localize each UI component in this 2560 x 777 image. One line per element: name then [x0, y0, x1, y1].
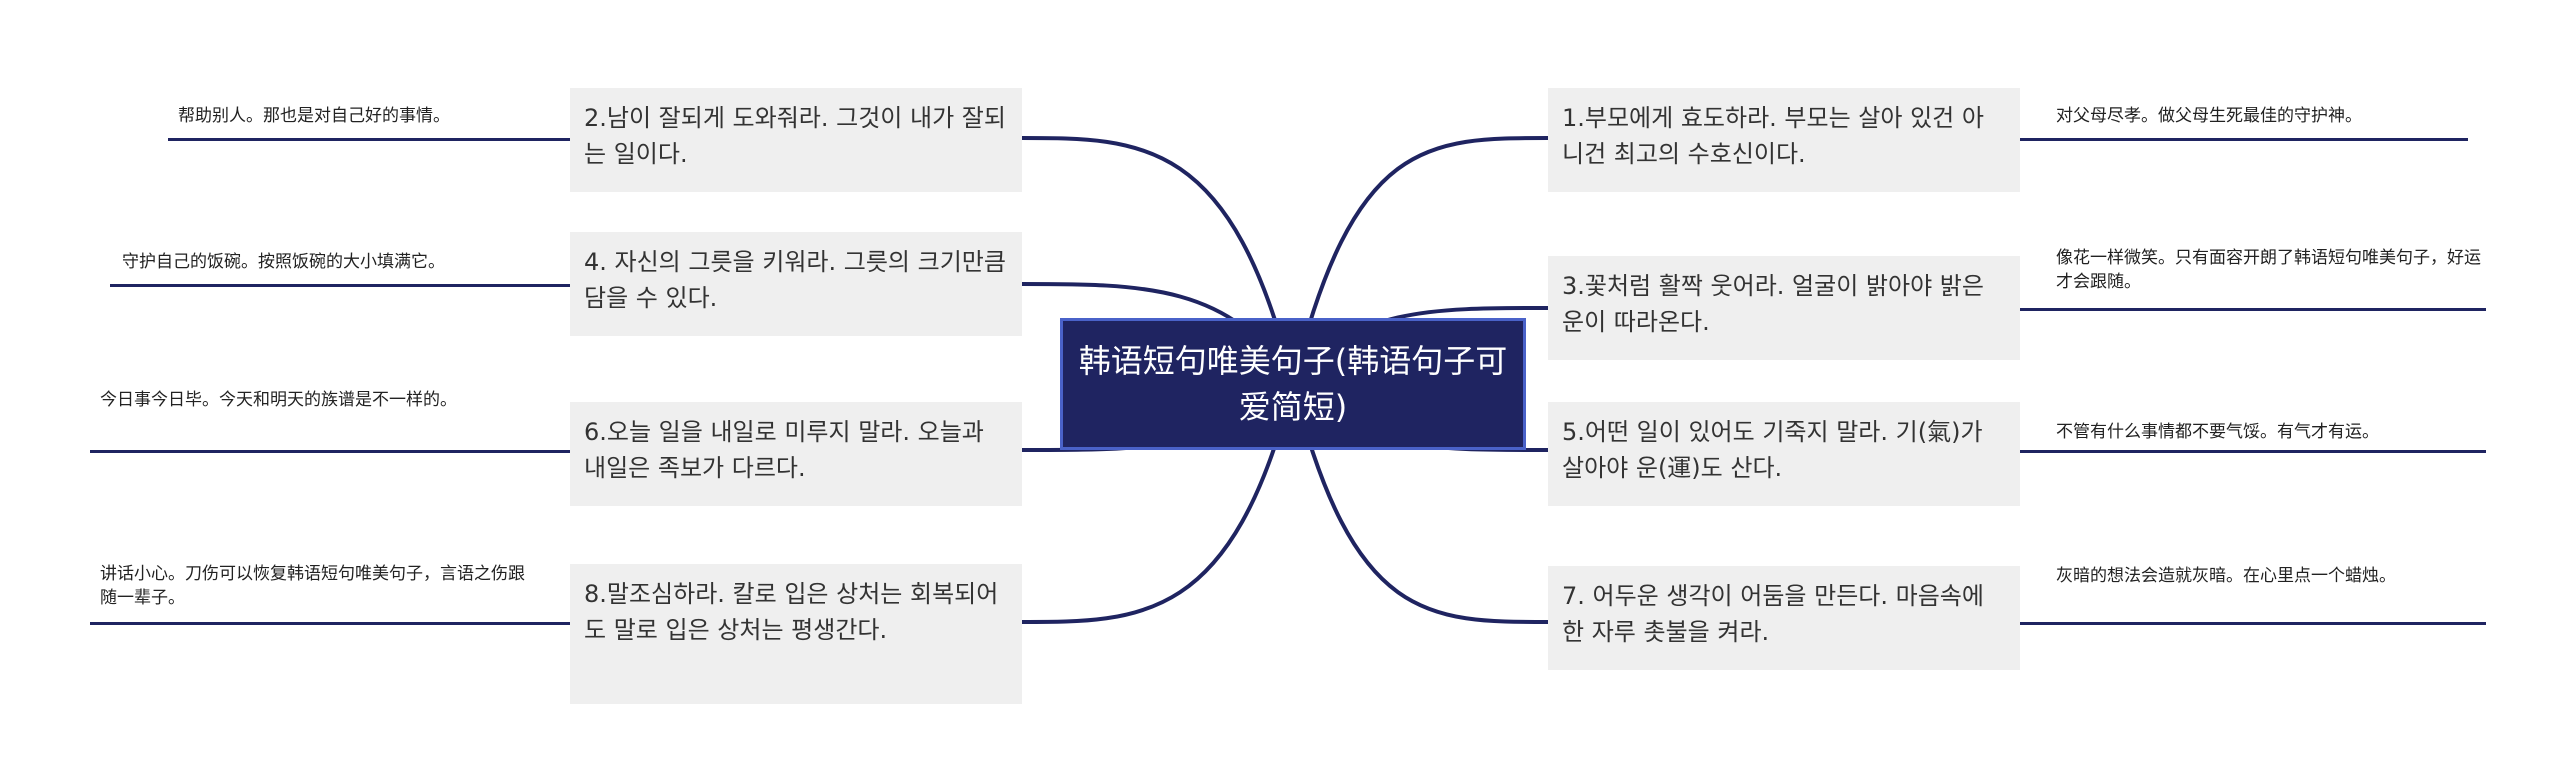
- branch-label: 6.오늘 일을 내일로 미루지 말라. 오늘과 내일은 족보가 다르다.: [584, 418, 984, 482]
- leaf-note-4: 守护自己的饭碗。按照饭碗的大小填满它。: [122, 252, 445, 272]
- branch-label: 4. 자신의 그릇을 키워라. 그릇의 크기만큼 담을 수 있다.: [584, 248, 1006, 312]
- leaf-note-2: 帮助别人。那也是对自己好的事情。: [178, 106, 450, 126]
- leaf-note-5: 不管有什么事情都不要气馁。有气才有运。: [2056, 422, 2379, 442]
- central-topic[interactable]: 韩语短句唯美句子(韩语句子可爱简短): [1060, 318, 1526, 450]
- branch-node-4[interactable]: 4. 자신의 그릇을 키워라. 그릇의 크기만큼 담을 수 있다.: [570, 232, 1022, 336]
- leaf-note-8: 讲话小心。刀伤可以恢复韩语短句唯美句子，言语之伤跟随一辈子。: [100, 564, 525, 608]
- branch-label: 1.부모에게 효도하라. 부모는 살아 있건 아니건 최고의 수호신이다.: [1562, 104, 1984, 168]
- connector-b0: [1291, 136, 1549, 385]
- connector-b6: [1291, 383, 1549, 624]
- leaf-underline: [2020, 138, 2468, 141]
- branch-node-6[interactable]: 6.오늘 일을 내일로 미루지 말라. 오늘과 내일은 족보가 다르다.: [570, 402, 1022, 506]
- leaf-note-3: 像花一样微笑。只有面容开朗了韩语短句唯美句子，好运才会跟随。: [2056, 248, 2481, 292]
- connector-b7: [1021, 383, 1295, 624]
- leaf-underline: [90, 450, 570, 453]
- connector-b1: [1021, 136, 1295, 385]
- leaf-note-7: 灰暗的想法会造就灰暗。在心里点一个蜡烛。: [2056, 566, 2396, 586]
- branch-label: 8.말조심하라. 칼로 입은 상처는 회복되어도 말로 입은 상처는 평생간다.: [584, 580, 999, 644]
- leaf-underline: [2020, 622, 2486, 625]
- branch-node-7[interactable]: 7. 어두운 생각이 어둠을 만든다. 마음속에 한 자루 촛불을 켜라.: [1548, 566, 2020, 670]
- leaf-note-1: 对父母尽孝。做父母生死最佳的守护神。: [2056, 106, 2362, 126]
- branch-label: 3.꽃처럼 활짝 웃어라. 얼굴이 밝아야 밝은 운이 따라온다.: [1562, 272, 1984, 336]
- branch-label: 5.어떤 일이 있어도 기죽지 말라. 기(氣)가 살아야 운(運)도 산다.: [1562, 418, 1983, 482]
- leaf-underline: [110, 284, 570, 287]
- branch-node-1[interactable]: 1.부모에게 효도하라. 부모는 살아 있건 아니건 최고의 수호신이다.: [1548, 88, 2020, 192]
- leaf-underline: [90, 622, 570, 625]
- leaf-note-6: 今日事今日毕。今天和明天的族谱是不一样的。: [100, 390, 457, 410]
- leaf-underline: [2020, 450, 2486, 453]
- leaf-underline: [2020, 308, 2486, 311]
- leaf-underline: [168, 138, 570, 141]
- branch-node-5[interactable]: 5.어떤 일이 있어도 기죽지 말라. 기(氣)가 살아야 운(運)도 산다.: [1548, 402, 2020, 506]
- branch-label: 7. 어두운 생각이 어둠을 만든다. 마음속에 한 자루 촛불을 켜라.: [1562, 582, 1984, 646]
- branch-node-3[interactable]: 3.꽃처럼 활짝 웃어라. 얼굴이 밝아야 밝은 운이 따라온다.: [1548, 256, 2020, 360]
- central-topic-label: 韩语短句唯美句子(韩语句子可爱简短): [1078, 342, 1508, 426]
- branch-label: 2.남이 잘되게 도와줘라. 그것이 내가 잘되는 일이다.: [584, 104, 1006, 168]
- branch-node-2[interactable]: 2.남이 잘되게 도와줘라. 그것이 내가 잘되는 일이다.: [570, 88, 1022, 192]
- branch-node-8[interactable]: 8.말조심하라. 칼로 입은 상처는 회복되어도 말로 입은 상처는 평생간다.: [570, 564, 1022, 704]
